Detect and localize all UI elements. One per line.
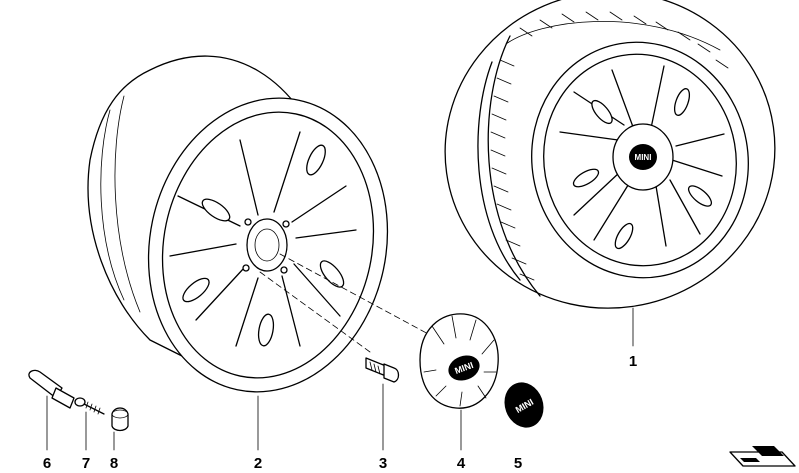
complete-wheel-illustration[interactable]: MINI bbox=[425, 0, 796, 329]
callout-2: 2 bbox=[254, 455, 262, 472]
valve-illustration[interactable] bbox=[28, 369, 75, 409]
assembly-lines bbox=[259, 253, 433, 353]
callout-3: 3 bbox=[379, 455, 387, 472]
callout-1: 1 bbox=[629, 353, 637, 370]
valve-insert-illustration[interactable] bbox=[74, 397, 105, 415]
hub-cap-illustration[interactable]: MINI bbox=[419, 313, 499, 409]
callout-6: 6 bbox=[43, 455, 51, 472]
wheel-bolt-illustration[interactable] bbox=[365, 357, 400, 383]
valve-cap-illustration[interactable] bbox=[111, 407, 129, 432]
leader-lines bbox=[46, 307, 634, 451]
callout-7: 7 bbox=[82, 455, 90, 472]
wheel-mini-logo bbox=[629, 144, 657, 170]
callout-4: 4 bbox=[457, 455, 466, 472]
callout-8: 8 bbox=[110, 455, 118, 472]
sheet-corner-icon bbox=[729, 446, 796, 467]
hub-cap-mini-logo bbox=[448, 355, 480, 381]
callout-5: 5 bbox=[514, 455, 522, 472]
wheel-logo-text: MINI bbox=[635, 153, 652, 162]
emblem-illustration[interactable]: MINI bbox=[498, 377, 549, 433]
rim-illustration[interactable] bbox=[87, 55, 414, 414]
